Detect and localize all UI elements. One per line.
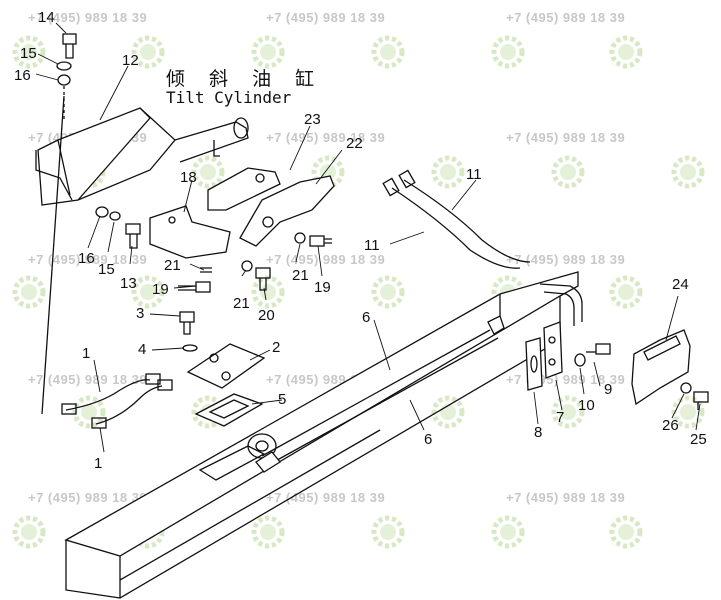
callout-13: 13 (120, 275, 137, 292)
watermark-phone: +7 (495) 989 18 39 (28, 252, 148, 267)
hose-1 (41, 95, 173, 429)
callout-11b: 11 (364, 237, 380, 254)
callout-22: 22 (346, 135, 363, 152)
callout-21b: 21 (233, 295, 250, 312)
watermark-phone: +7 (495) 989 18 39 (506, 252, 626, 267)
bracket-18 (149, 205, 231, 259)
bolt-14 (62, 33, 77, 59)
callout-18: 18 (180, 169, 197, 186)
callout-14: 14 (38, 9, 55, 26)
bracket-23 (207, 167, 281, 211)
callout-10: 10 (578, 397, 595, 414)
callout-7: 7 (556, 409, 565, 426)
bolt-3 (179, 311, 195, 335)
callout-23: 23 (304, 111, 321, 128)
washer-15 (56, 61, 72, 71)
washer-16 (57, 74, 71, 86)
hose-11 (382, 169, 583, 326)
bolt-20 (255, 267, 271, 291)
callout-9: 9 (604, 381, 613, 398)
plate-2 (186, 343, 266, 389)
callout-1b: 1 (94, 455, 103, 472)
watermark-phone: +7 (495) 989 18 39 (266, 490, 386, 505)
callout-8: 8 (534, 424, 543, 441)
washer-4 (182, 344, 198, 352)
watermark-phone: +7 (495) 989 18 39 (266, 10, 386, 25)
callout-4: 4 (138, 341, 147, 358)
callout-16: 16 (14, 67, 31, 84)
tilt-cylinder (35, 107, 249, 206)
callout-15: 15 (20, 45, 37, 62)
title-english: Tilt Cylinder (166, 88, 292, 107)
callout-6b: 6 (424, 431, 433, 448)
watermark-phone: +7 (495) 989 18 39 (266, 130, 386, 145)
callout-24: 24 (672, 276, 689, 293)
callout-21c: 21 (292, 267, 309, 284)
watermark-phone: +7 (495) 989 18 39 (506, 490, 626, 505)
washer-10 (574, 353, 586, 367)
callout-12: 12 (122, 52, 139, 69)
watermark-phone: +7 (495) 989 18 39 (28, 490, 148, 505)
plate-8 (525, 337, 543, 391)
bolt-19b (309, 235, 332, 247)
callout-6: 6 (362, 309, 371, 326)
callout-25: 25 (690, 431, 707, 448)
callout-19b: 19 (314, 279, 331, 296)
callout-15b: 15 (98, 261, 115, 278)
callout-3: 3 (136, 305, 145, 322)
hose-6 (255, 315, 505, 473)
watermark-phone: +7 (495) 989 18 39 (28, 10, 148, 25)
callout-1: 1 (82, 345, 91, 362)
watermark-phone: +7 (495) 989 18 39 (506, 10, 626, 25)
bolt-25 (693, 391, 709, 410)
gasket-5 (194, 393, 264, 427)
washer-26 (680, 382, 692, 394)
callout-16b: 16 (78, 250, 95, 267)
callout-5: 5 (278, 391, 287, 408)
cover-24 (631, 329, 691, 406)
title-chinese: 倾 斜 油 缸 (166, 68, 324, 90)
callout-26: 26 (662, 417, 679, 434)
watermark-phone: +7 (495) 989 18 39 (266, 252, 386, 267)
bolt-13 (125, 223, 141, 249)
bracket-22 (239, 175, 335, 247)
callout-11: 11 (466, 166, 482, 183)
leader-lines (35, 22, 701, 453)
callout-2: 2 (272, 339, 281, 356)
callout-20: 20 (258, 307, 275, 324)
watermark-phone: +7 (495) 989 18 39 (506, 130, 626, 145)
bolt-9 (586, 343, 611, 355)
callout-21: 21 (164, 257, 181, 274)
callout-19: 19 (152, 281, 169, 298)
block-7 (543, 321, 563, 379)
main-frame (64, 271, 579, 599)
watermark-phone: +7 (495) 989 18 39 (28, 372, 148, 387)
